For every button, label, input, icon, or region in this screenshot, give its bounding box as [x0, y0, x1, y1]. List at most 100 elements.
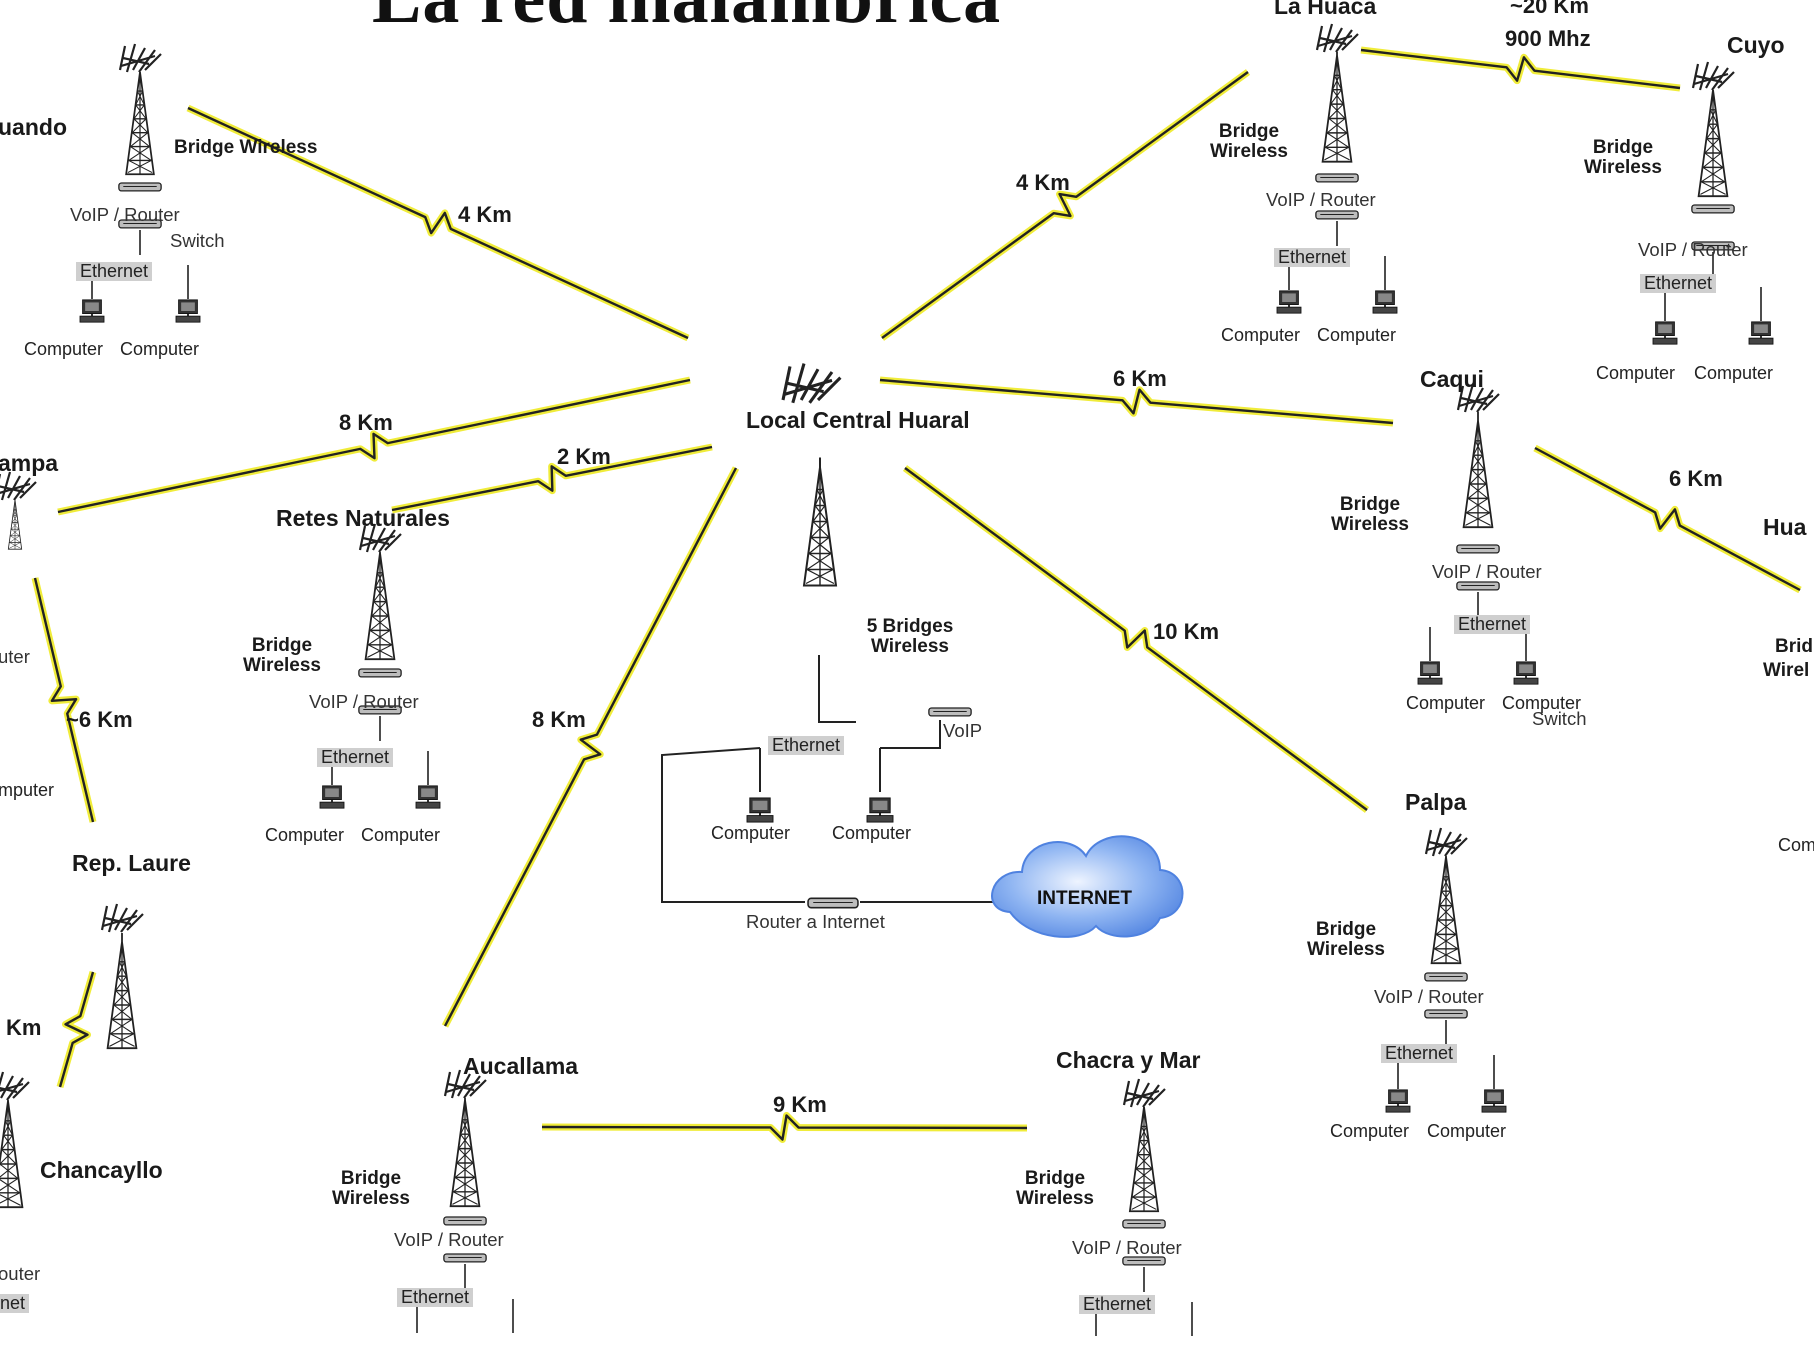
laure-tower-icon [106, 932, 138, 1050]
link-aucallama-line [443, 467, 738, 1027]
lahuaca-computer-icon-2 [1372, 290, 1398, 314]
hub-tower-icon [804, 458, 836, 586]
chacra-voip-router-icon [1122, 1256, 1166, 1266]
caqui-computer-label-1: Computer [1406, 693, 1486, 713]
cuyo-tower-icon [1697, 90, 1729, 198]
aucallama-bridge-icon [443, 1216, 487, 1226]
palpa-voip-router-icon [1424, 1009, 1468, 1019]
hub-voip-wire [880, 720, 941, 749]
laure-antenna-icon [100, 902, 145, 934]
chacra-tower-icon [1128, 1107, 1160, 1213]
site-retes-naturales: Retes Naturales [276, 505, 450, 531]
link-ampa [57, 376, 691, 516]
wired-connections [91, 221, 1762, 1336]
link-aucallama-chacra-distance: 9 Km [773, 1092, 827, 1117]
link-uando-line [187, 106, 689, 340]
link-palpa-distance: 10 Km [1153, 619, 1220, 644]
site-palpa: Palpa [1405, 789, 1467, 815]
site-chancayllo: Chancayllo [40, 1157, 163, 1183]
chacra-bridge-icon [1122, 1219, 1166, 1229]
palpa-computer-label-1: Computer [1330, 1121, 1410, 1141]
link-retes-line [391, 445, 713, 512]
lahuaca-bridge-label: Bridge Wireless [1210, 121, 1288, 162]
hub-voip-icon [928, 707, 972, 717]
link-lahuaca-line [881, 71, 1249, 339]
chacra-voip-router-label: VoIP / Router [1072, 1237, 1182, 1258]
link-laure-chancayllo-line [58, 971, 95, 1088]
link-ampa-line [57, 378, 691, 514]
ampa-tower-icon [7, 500, 23, 550]
link-retes-distance: 2 Km [557, 444, 611, 469]
chacra-bridge-label: Bridge Wireless [1016, 1168, 1094, 1209]
link-caqui-distance: 6 Km [1113, 366, 1167, 391]
lahuaca-ethernet-label: Ethernet [1274, 248, 1351, 267]
uando-computer-label-1: Computer [24, 339, 104, 359]
site-chacra-y-mar: Chacra y Mar [1056, 1047, 1201, 1073]
lahuaca-antenna-icon [1315, 22, 1360, 54]
aucallama-ethernet-label: Ethernet [397, 1288, 474, 1307]
palpa-bridge-icon [1424, 972, 1468, 982]
ampa-partial-router-label: uter [0, 646, 30, 667]
hub-voip-label: VoIP [943, 720, 983, 741]
internet-label: INTERNET [1037, 888, 1132, 909]
hua-partial-bridge-label: Brid [1775, 636, 1813, 657]
site-uando: uando [0, 114, 67, 140]
caqui-computer-icon-2 [1513, 661, 1539, 685]
hub-ethernet-label: Ethernet [768, 736, 845, 755]
uando-voip-router-label: VoIP / Router [70, 204, 180, 225]
link-ampa-laure [31, 577, 97, 823]
hub-bridges-label: 5 Bridges Wireless [866, 616, 954, 657]
chancayllo-partial-ethernet-label: net [0, 1294, 30, 1313]
link-laure-chancayllo-distance: Km [6, 1015, 42, 1040]
uando-tower-icon [125, 72, 155, 176]
retes-ethernet-label: Ethernet [317, 748, 394, 767]
cuyo-computer-icon-2 [1748, 321, 1774, 345]
palpa-ethernet-label: Ethernet [1381, 1044, 1458, 1063]
link-ampa-laure-distance: ~6 Km [66, 707, 133, 732]
caqui-bridge-icon [1456, 544, 1500, 554]
caqui-voip-router-icon [1456, 581, 1500, 591]
aucallama-voip-router-icon [443, 1253, 487, 1263]
radio-links [31, 46, 1802, 1143]
hub-computer-label-2: Computer [832, 823, 912, 843]
palpa-computer-icon-2 [1481, 1089, 1507, 1113]
cuyo-bridge-label: Bridge Wireless [1584, 137, 1662, 178]
hub-router-wire [661, 747, 805, 903]
cuyo-computer-label-1: Computer [1596, 363, 1676, 383]
uando-switch-label: Switch [170, 230, 225, 251]
ampa-partial-computer-label: mputer [0, 780, 55, 800]
retes-voip-router-label: VoIP / Router [309, 691, 419, 712]
internet-cloud-icon [991, 835, 1184, 938]
link-caqui-line [879, 378, 1394, 425]
cuyo-ethernet-label: Ethernet [1640, 274, 1717, 293]
uando-computer-icon-1 [79, 299, 105, 323]
cuyo-voip-router-label: VoIP / Router [1638, 239, 1748, 260]
link-aucallama-chacra-line [541, 1114, 1028, 1141]
link-caqui-hua-line [1534, 446, 1801, 592]
hua-partial-computer-label: Com [1778, 835, 1814, 855]
caqui-bridge-label: Bridge Wireless [1331, 494, 1409, 535]
caqui-ethernet-label: Ethernet [1454, 615, 1531, 634]
hua-partial-wireless-label: Wirel [1763, 660, 1810, 681]
link-caqui [879, 376, 1394, 427]
link-uando-distance: 4 Km [458, 202, 512, 227]
site-rep-laure: Rep. Laure [72, 850, 191, 876]
lahuaca-computer-label-2: Computer [1317, 325, 1397, 345]
link-retes [391, 443, 713, 514]
hub-name: Local Central Huaral [746, 407, 970, 433]
caqui-tower-icon [1462, 412, 1494, 529]
site-cuyo: Cuyo [1727, 32, 1785, 58]
lahuaca-computer-label-1: Computer [1221, 325, 1301, 345]
chancayllo-tower-icon [0, 1100, 24, 1209]
retes-bridge-icon [358, 668, 402, 678]
hub-tower-wire [818, 655, 856, 723]
chacra-antenna-icon [1122, 1077, 1167, 1109]
router-internet-icon [807, 897, 859, 909]
router-internet-label: Router a Internet [746, 911, 885, 932]
site-aucallama: Aucallama [463, 1053, 579, 1079]
link-caqui-hua [1533, 444, 1802, 594]
cuyo-bridge-icon [1691, 204, 1735, 214]
lahuaca-computer-icon-1 [1276, 290, 1302, 314]
retes-tower-icon [364, 552, 396, 661]
